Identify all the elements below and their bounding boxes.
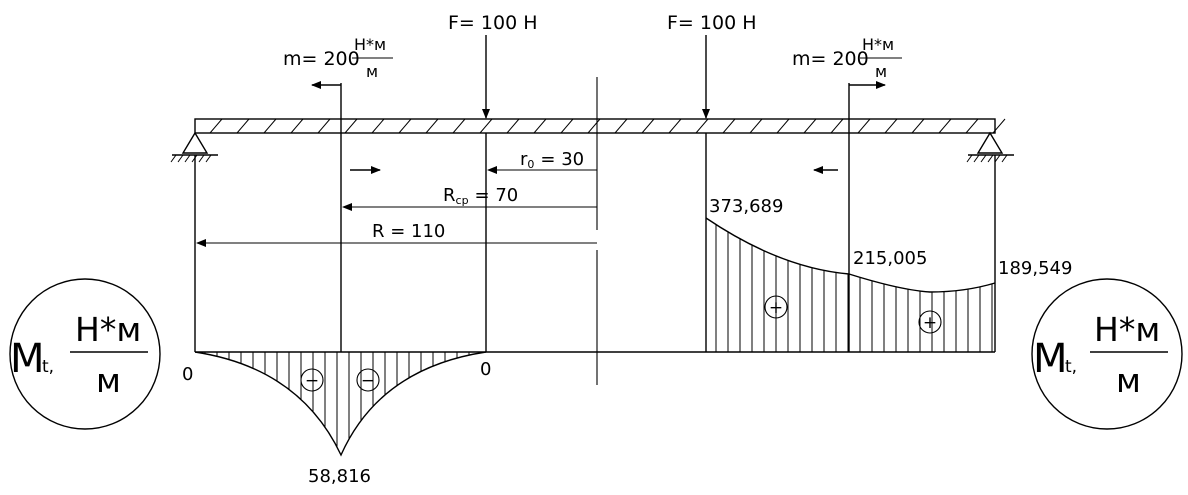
negative-torque-region (194, 351, 487, 457)
support-hatch-line (205, 154, 212, 163)
axis-label-right-sub: t, (1065, 357, 1077, 377)
beam-hatch-line (803, 118, 817, 134)
beam-hatch-line (695, 118, 709, 134)
beam-hatch-line (452, 118, 466, 134)
force-label-left: F= 100 H (448, 12, 537, 34)
beam-hatch-line (911, 118, 925, 134)
beam-hatch-line (749, 118, 763, 134)
value-left-zero: 0 (182, 364, 193, 385)
beam-hatch-line (479, 118, 493, 134)
beam-hatch-line (614, 118, 628, 134)
right-support (966, 131, 1014, 163)
support-hatch-line (1001, 154, 1008, 163)
moment-right-unit-num: H*м (862, 35, 894, 54)
axis-label-left: M t, H*м м (9, 278, 161, 430)
axis-label-right-main: M (1033, 336, 1068, 382)
support-hatch-line (170, 154, 177, 163)
rcp-label: Rcp= 70 (443, 185, 518, 207)
beam-hatch-line (263, 118, 277, 134)
negative-sign-1: − (300, 368, 324, 392)
svg-text:−: − (361, 371, 375, 391)
support-hatch-line (987, 154, 994, 163)
moment-label-left: m= 200 (283, 48, 360, 70)
beam-hatch-line (344, 118, 358, 134)
axis-label-left-den: м (96, 361, 121, 400)
beam-hatch-line (884, 118, 898, 134)
axis-label-left-num: H*м (75, 310, 141, 349)
support-hatch-line (980, 154, 987, 163)
moment-label-right: m= 200 (792, 48, 869, 70)
svg-text:+: + (769, 298, 783, 318)
beam-hatch-line (965, 118, 979, 134)
positive-sign-1: + (764, 295, 788, 319)
beam-hatch-line (587, 118, 601, 134)
moment-left-unit-den: м (366, 62, 378, 81)
r0-label: r0= 30 (520, 149, 584, 171)
beam-hatch-line (641, 118, 655, 134)
support-hatch-line (184, 154, 191, 163)
beam-hatch-line (533, 118, 547, 134)
beam-hatch-line (560, 118, 574, 134)
negative-sign-2: − (356, 368, 380, 392)
positive-sign-2: + (918, 310, 942, 334)
beam-hatch-line (290, 118, 304, 134)
beam-hatch-line (425, 118, 439, 134)
r-label: R = 110 (372, 221, 445, 242)
beam-hatch-line (776, 118, 790, 134)
axis-label-right-num: H*м (1094, 310, 1160, 349)
axis-label-right-den: м (1116, 361, 1141, 400)
support-hatch-line (973, 154, 980, 163)
support-hatch-line (966, 154, 973, 163)
support-hatch-line (994, 154, 1001, 163)
beam-hatch-line (398, 118, 412, 134)
support-hatch-line (198, 154, 205, 163)
moment-left-unit-num: H*м (354, 35, 386, 54)
support-hatch-line (177, 154, 184, 163)
axis-label-left-sub: t, (42, 357, 54, 377)
moment-right-unit-den: м (875, 62, 887, 81)
beam-hatch-line (722, 118, 736, 134)
beam (194, 118, 1006, 134)
axis-label-right: M t, H*м м (1031, 278, 1183, 430)
value-neg-peak: 58,816 (308, 466, 371, 487)
value-mid-zero: 0 (480, 359, 491, 380)
beam-hatch-line (992, 118, 1006, 134)
value-pos-end: 189,549 (998, 258, 1072, 279)
beam-hatch-line (506, 118, 520, 134)
beam-hatch-line (938, 118, 952, 134)
beam-hatch-line (857, 118, 871, 134)
beam-hatch-line (317, 118, 331, 134)
beam-hatch-line (668, 118, 682, 134)
svg-text:+: + (923, 313, 937, 333)
reference-lines (194, 83, 996, 352)
positive-torque-region (705, 217, 996, 352)
beam-hatch-line (236, 118, 250, 134)
force-label-right: F= 100 H (667, 12, 756, 34)
value-pos-start: 373,689 (709, 196, 783, 217)
beam-hatch-line (830, 118, 844, 134)
svg-text:−: − (305, 371, 319, 391)
value-pos-mid: 215,005 (853, 248, 927, 269)
beam-hatch-line (371, 118, 385, 134)
beam-hatch-line (209, 118, 223, 134)
axis-label-left-main: M (10, 336, 45, 382)
